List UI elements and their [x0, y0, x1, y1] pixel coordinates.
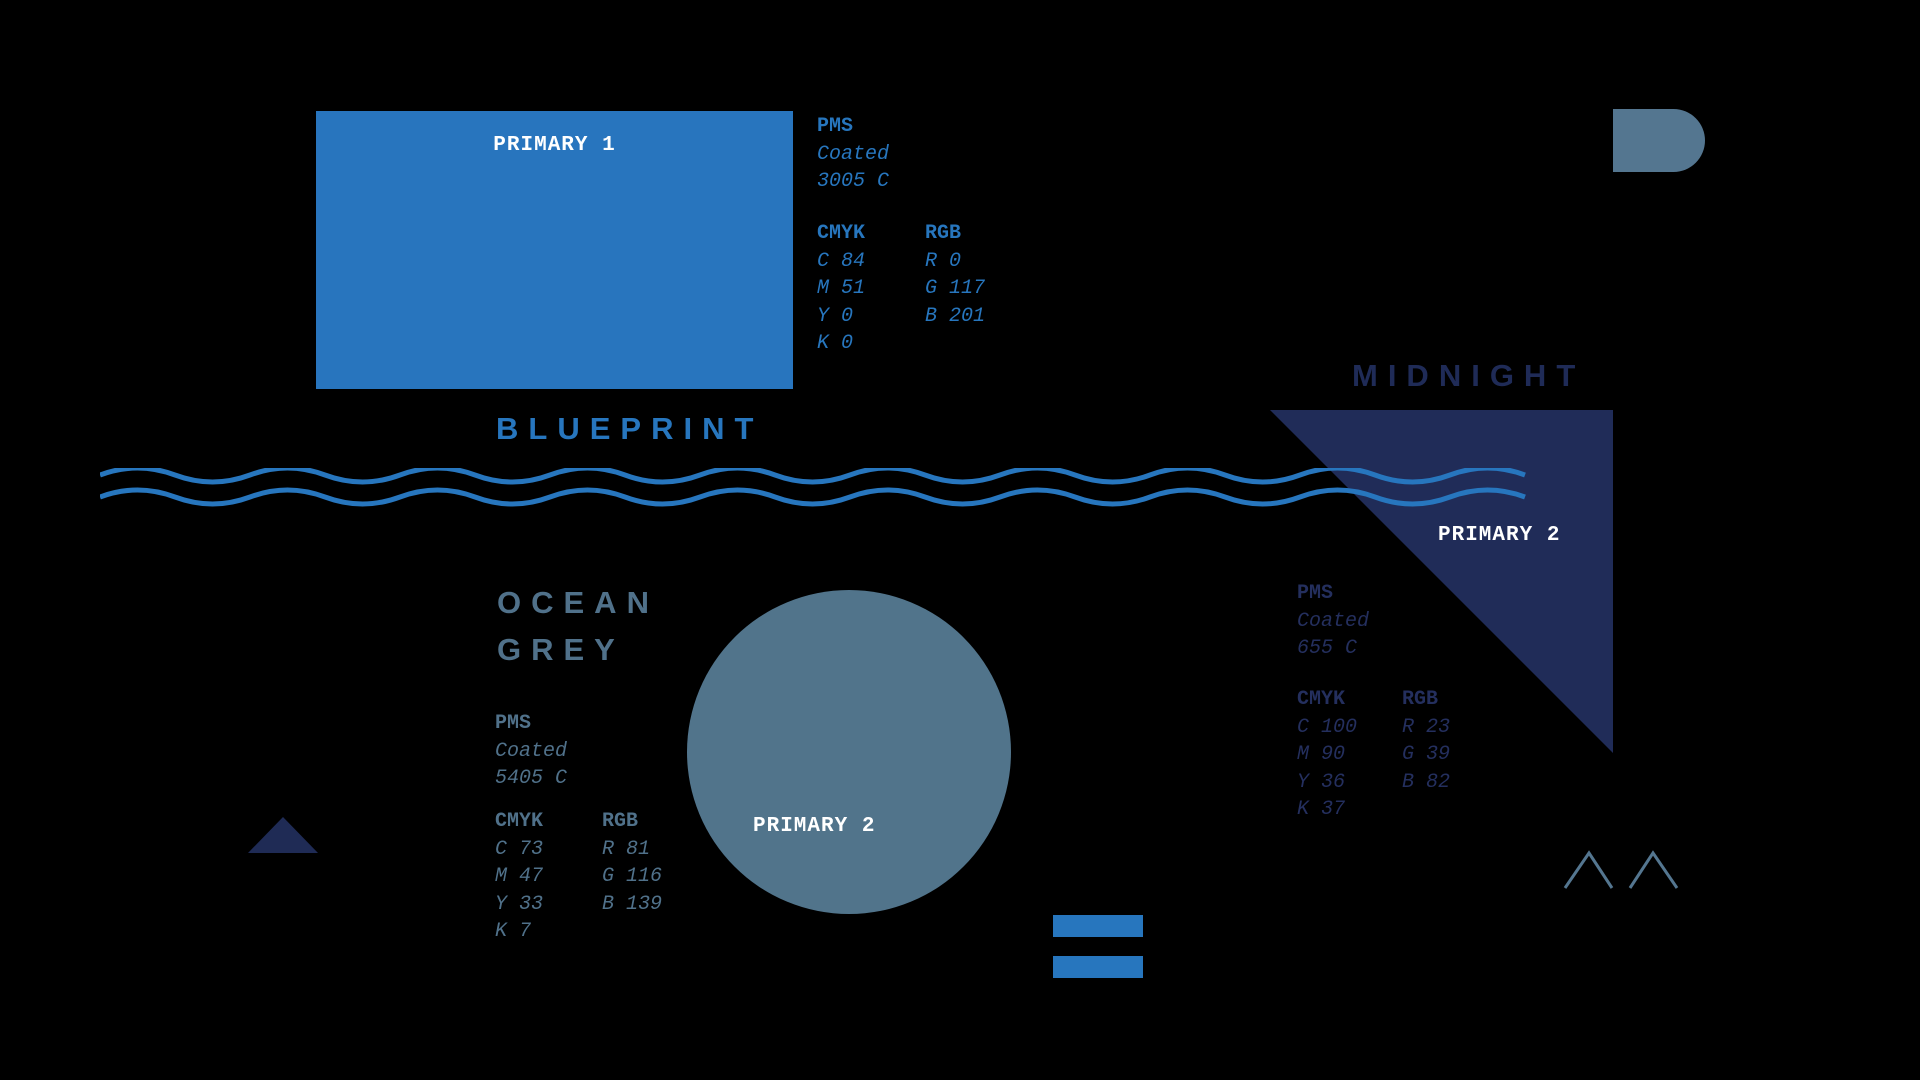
pms-code: 655 C: [1297, 637, 1358, 660]
wave-lines-icon: [100, 468, 1526, 507]
equals-sign-bottom-bar: [1053, 956, 1143, 978]
pms-header: PMS: [1297, 582, 1334, 605]
cmyk-k: K 7: [495, 920, 532, 943]
chevron-up-icon: [1563, 850, 1614, 889]
rgb-r: R 0: [925, 249, 962, 273]
blueprint-rect-swatch: PRIMARY 1: [316, 111, 793, 389]
blueprint-cmyk-block: CMYK C 84 M 51 Y 0 K 0: [817, 220, 865, 358]
rgb-header: RGB: [925, 222, 962, 245]
blueprint-rgb-block: RGB R 0 G 117 B 201: [925, 220, 985, 330]
ocean-grey-cmyk-block: CMYK C 73 M 47 Y 33 K 7: [495, 808, 543, 946]
pms-type: Coated: [1297, 609, 1370, 633]
midnight-pms-block: PMS Coated 655 C: [1297, 580, 1369, 663]
chevron-up-icon: [1628, 850, 1679, 889]
midnight-swatch-label: PRIMARY 2: [1438, 524, 1561, 547]
cmyk-c: C 100: [1297, 715, 1358, 739]
ocean-grey-rgb-block: RGB R 81 G 116 B 139: [602, 808, 662, 918]
wave-line-bottom: [100, 487, 1526, 507]
rgb-b: B 201: [925, 304, 986, 328]
rgb-g: G 117: [925, 277, 986, 300]
rounded-d-shape-icon: [1613, 109, 1705, 172]
wave-line-top: [100, 468, 1526, 485]
blueprint-pms-block: PMS Coated 3005 C: [817, 113, 889, 196]
cmyk-k: K 0: [817, 332, 854, 355]
ocean-grey-title-line2: GREY: [497, 632, 625, 667]
cmyk-m: M 90: [1297, 743, 1346, 766]
rgb-r: R 23: [1402, 715, 1451, 739]
cmyk-y: Y 0: [817, 304, 854, 328]
rgb-header: RGB: [602, 810, 639, 833]
cmyk-k: K 37: [1297, 798, 1346, 821]
cmyk-y: Y 33: [495, 892, 544, 916]
blueprint-swatch-label: PRIMARY 1: [493, 134, 616, 157]
cmyk-y: Y 36: [1297, 770, 1346, 794]
cmyk-header: CMYK: [495, 810, 544, 833]
rgb-b: B 82: [1402, 770, 1451, 794]
midnight-title: MIDNIGHT: [1352, 358, 1586, 393]
equals-sign-top-bar: [1053, 915, 1143, 937]
midnight-cmyk-block: CMYK C 100 M 90 Y 36 K 37: [1297, 686, 1357, 824]
rgb-g: G 116: [602, 865, 663, 888]
midnight-triangle-swatch: [1270, 410, 1613, 753]
cmyk-header: CMYK: [1297, 688, 1346, 711]
rgb-b: B 139: [602, 892, 663, 916]
cmyk-m: M 51: [817, 277, 866, 300]
pms-code: 5405 C: [495, 767, 568, 790]
pms-type: Coated: [817, 142, 890, 166]
rgb-r: R 81: [602, 837, 651, 861]
cmyk-header: CMYK: [817, 222, 866, 245]
cmyk-c: C 73: [495, 837, 544, 861]
ocean-grey-swatch-label: PRIMARY 2: [753, 815, 876, 838]
rgb-g: G 39: [1402, 743, 1451, 766]
ocean-grey-circle-swatch: PRIMARY 2: [687, 590, 1011, 914]
ocean-grey-title-line1: OCEAN: [497, 585, 659, 620]
pms-code: 3005 C: [817, 170, 890, 193]
pms-header: PMS: [495, 712, 532, 735]
blueprint-title: BLUEPRINT: [496, 411, 764, 446]
cmyk-c: C 84: [817, 249, 866, 273]
triangle-up-marker: [248, 817, 318, 853]
pms-header: PMS: [817, 115, 854, 138]
ocean-grey-pms-block: PMS Coated 5405 C: [495, 710, 567, 793]
midnight-rgb-block: RGB R 23 G 39 B 82: [1402, 686, 1450, 796]
cmyk-m: M 47: [495, 865, 544, 888]
pms-type: Coated: [495, 739, 568, 763]
rgb-header: RGB: [1402, 688, 1439, 711]
